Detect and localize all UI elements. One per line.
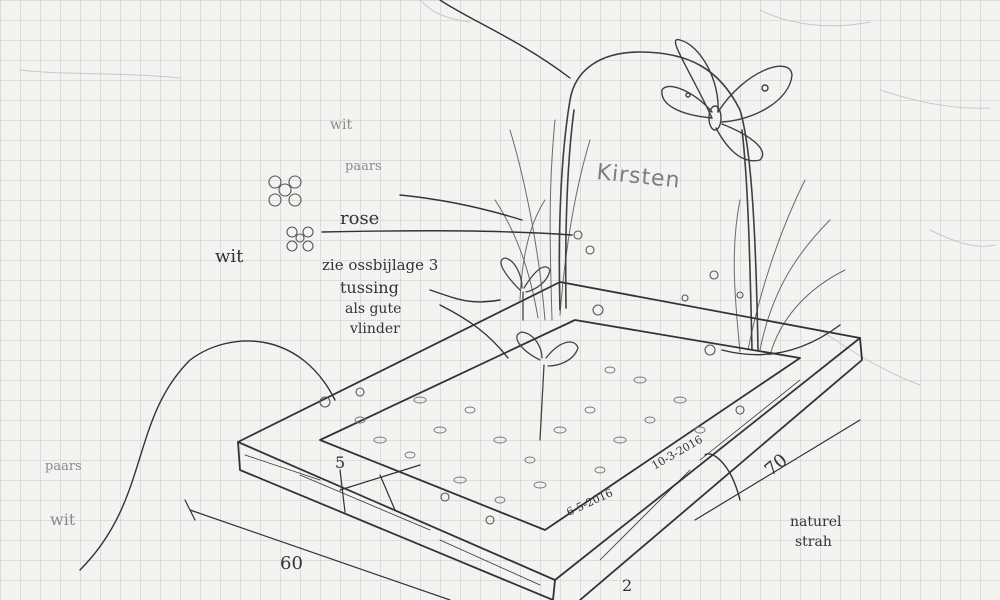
note-line-4: vlinder [350,321,400,337]
grass [494,119,846,356]
leader-lines [79,0,841,571]
dimensions [184,419,861,600]
label-paars-top: paars [345,159,382,174]
material-line-1: naturel [790,514,842,530]
butterfly-small-lower [516,331,579,441]
dim-width: 60 [280,553,303,574]
pebbles [354,366,706,504]
label-rose: rose [340,208,380,229]
note-line-1: zie ossbijlage 3 [322,256,439,274]
dim-height: 5 [335,453,346,472]
label-paars-left: paars [45,459,82,474]
headstone [558,51,759,351]
grave-base [237,281,863,600]
butterfly-small-upper [500,257,551,321]
note-line-2: tussing [340,278,399,297]
note-line-3: als gute [345,301,402,317]
label-wit-top: wit [330,117,353,133]
label-wit-left: wit [215,246,244,267]
flowers [268,175,745,525]
butterfly-large [661,38,793,162]
faint-scribbles [19,0,996,386]
material-line-2: strah [795,534,832,550]
label-wit-bottom-left: wit [50,510,76,529]
dim-bottom: 2 [622,576,633,595]
